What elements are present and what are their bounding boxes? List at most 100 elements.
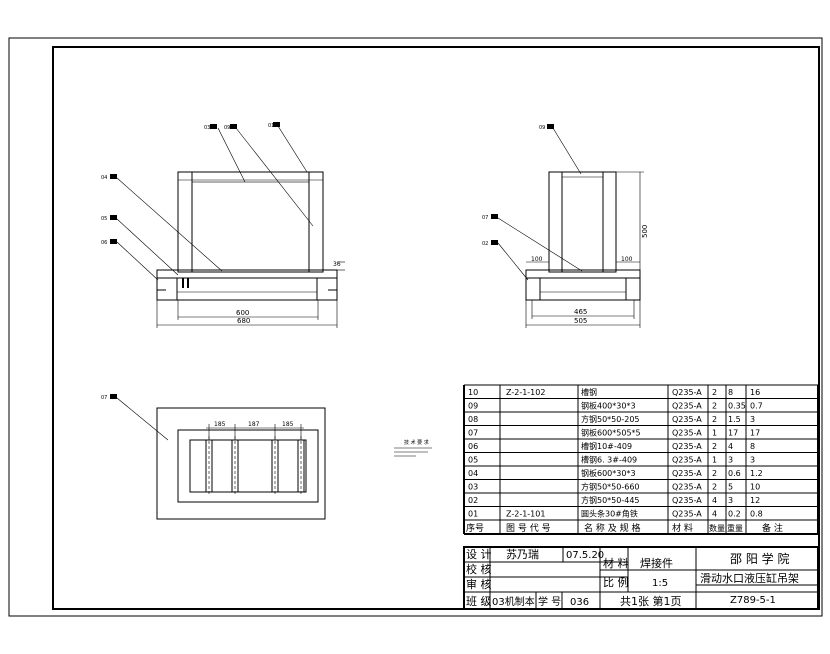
bom-cell-single-weight: 0.35 <box>728 402 746 411</box>
bom-cell-name: 钢板600*505*5 <box>581 428 641 438</box>
bom-header-material: 材 料 <box>672 522 693 534</box>
bom-cell-qty: 2 <box>712 415 717 424</box>
bom-cell-total-weight: 3 <box>750 456 755 465</box>
bom-cell-name: 槽钢6. 3#-409 <box>581 455 637 465</box>
side-view: 100 100 500 465 505 <box>491 124 649 328</box>
dim-plan-a: 185 <box>214 421 226 428</box>
callout-mark <box>230 124 237 129</box>
bom-cell-single-weight: 1.5 <box>728 415 741 424</box>
bom-cell-material: Q235-A <box>672 456 702 465</box>
dim-side-outer: 505 <box>574 317 587 325</box>
callout-label: 02 <box>482 241 488 247</box>
bom-cell-single-weight: 0.6 <box>728 469 741 478</box>
bom-cell-material: Q235-A <box>672 415 702 424</box>
drawing-title: 滑动水口液压缸吊架 <box>700 571 799 585</box>
callout-mark <box>210 124 217 129</box>
material-value: 焊接件 <box>640 556 673 570</box>
front-view: 36 600 680 <box>110 122 345 328</box>
bom-header-qty: 数量 <box>709 523 725 533</box>
bom-cell-qty: 1 <box>712 456 717 465</box>
bom-cell-name: 钢板400*30*3 <box>581 401 636 411</box>
dim-side-inner: 465 <box>574 308 587 316</box>
bom-cell-single-weight: 0.2 <box>728 510 741 519</box>
designer-name: 苏乃瑞 <box>506 547 539 561</box>
plan-view: 185 187 185 <box>110 394 326 520</box>
bom-cell-material: Q235-A <box>672 483 702 492</box>
callout-label: 09 <box>539 125 545 131</box>
bom-cell-single-weight: 3 <box>728 456 733 465</box>
bom-cell-name: 圆头条30#角铁 <box>581 509 638 519</box>
bom-cell-qty: 1 <box>712 429 717 438</box>
bom-cell-no: 08 <box>468 415 478 424</box>
bom-cell-no: 05 <box>468 456 478 465</box>
dim-side-left: 100 <box>531 256 543 263</box>
callout-mark <box>491 240 498 245</box>
class-value: 03机制本 <box>492 595 535 608</box>
bom-cell-qty: 4 <box>712 510 717 519</box>
sheet-count: 共1张 第1页 <box>620 594 682 608</box>
design-label: 设 计 <box>466 548 492 561</box>
dim-plan-b: 187 <box>248 421 260 428</box>
bom-cell-material: Q235-A <box>672 429 702 438</box>
bom-cell-single-weight: 3 <box>728 496 733 505</box>
bom-cell-name: 槽钢 <box>581 387 597 397</box>
title-block: 设 计 苏乃瑞 07.5.20 校 核 审 核 班 级 03机制本 学 号 03… <box>463 546 819 610</box>
bom-header-no: 序号 <box>466 522 484 534</box>
student-no: 036 <box>570 597 589 608</box>
bom-cell-total-weight: 8 <box>750 442 755 451</box>
dim-side-height: 500 <box>641 225 649 238</box>
callout-mark <box>273 122 280 127</box>
bom-cell-qty: 2 <box>712 402 717 411</box>
bom-cell-total-weight: 12 <box>750 496 760 505</box>
bom-cell-qty: 2 <box>712 469 717 478</box>
bom-cell-qty: 2 <box>712 442 717 451</box>
bom-cell-total-weight: 3 <box>750 415 755 424</box>
bom-cell-name: 钢板600*30*3 <box>581 468 636 478</box>
bom-cell-name: 方钢50*50-205 <box>581 414 640 424</box>
dim-side-right: 100 <box>621 256 633 263</box>
callout-label: 06 <box>101 240 107 246</box>
bom-cell-no: 10 <box>468 388 478 397</box>
bom-cell-total-weight: 0.7 <box>750 402 763 411</box>
inner-border <box>52 46 820 610</box>
bom-cell-total-weight: 17 <box>750 429 760 438</box>
callout-mark <box>491 214 498 219</box>
bom-cell-no: 09 <box>468 402 478 411</box>
dim-front-outer: 680 <box>237 317 250 325</box>
callout-mark <box>110 174 117 179</box>
drawing-number: Z789-5-1 <box>730 595 776 606</box>
bom-cell-no: 06 <box>468 442 478 451</box>
dim-front-height: 36 <box>333 261 341 268</box>
bom-cell-material: Q235-A <box>672 510 702 519</box>
bom-cell-no: 03 <box>468 483 478 492</box>
callout-label: 01 <box>268 123 274 129</box>
outer-border <box>8 37 823 617</box>
bom-cell-material: Q235-A <box>672 496 702 505</box>
bom-header-weight: 重量 <box>727 523 743 533</box>
school-name: 邵 阳 学 院 <box>730 551 789 566</box>
callout-label: 09 <box>224 125 230 131</box>
bom-cell-total-weight: 16 <box>750 388 760 397</box>
callout-label: 07 <box>101 395 107 401</box>
callout-mark <box>547 124 554 129</box>
callout-label: 04 <box>101 175 107 181</box>
callout-label: 05 <box>101 216 107 222</box>
bom-cell-material: Q235-A <box>672 402 702 411</box>
callout-mark <box>110 239 117 244</box>
tech-notes-title: 技 术 要 求 <box>404 439 429 446</box>
bom-cell-code: Z-2-1-101 <box>506 510 545 519</box>
bom-cell-qty: 2 <box>712 388 717 397</box>
callout-label: 03 <box>204 125 210 131</box>
callout-mark <box>110 215 117 220</box>
material-label: 材 料 <box>603 556 629 570</box>
callout-label: 07 <box>482 215 488 221</box>
dim-front-inner: 600 <box>236 309 249 317</box>
scale-value: 1:5 <box>652 578 668 589</box>
technical-notes: 技 术 要 求 <box>394 439 432 457</box>
bom-cell-no: 04 <box>468 469 478 478</box>
bom-cell-single-weight: 17 <box>728 429 738 438</box>
bom-cell-total-weight: 1.2 <box>750 469 763 478</box>
bom-cell-total-weight: 10 <box>750 483 760 492</box>
